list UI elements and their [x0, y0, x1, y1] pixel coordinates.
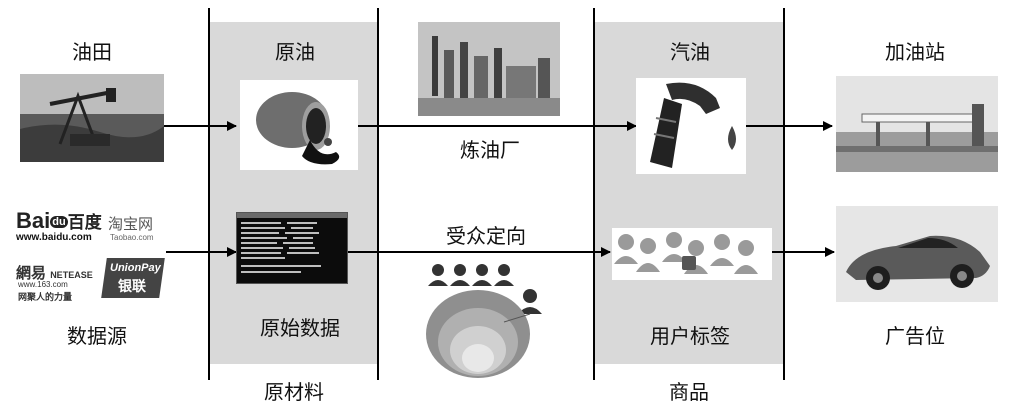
- divider-line: [377, 8, 379, 380]
- audience-targeting-label: 受众定向: [446, 224, 526, 248]
- audience-targeting-image: [418, 258, 568, 382]
- user-tags-image: [612, 228, 772, 280]
- divider-line: [208, 8, 210, 380]
- ad-slot-car-image: [836, 206, 998, 302]
- netease-slogan: 网聚人的力量: [18, 292, 73, 302]
- unionpay-text-en: UnionPay: [110, 262, 161, 274]
- raw-material-column-label: 原材料: [264, 380, 324, 404]
- taobao-logo: 淘宝网: [108, 215, 154, 233]
- oilfield-image: [20, 74, 164, 162]
- divider-line: [593, 8, 595, 380]
- baidu-text-en: Bai: [16, 208, 51, 233]
- gas-station-image: [836, 76, 998, 172]
- unionpay-text-cn: 银联: [118, 278, 146, 294]
- gas-station-label: 加油站: [885, 40, 945, 64]
- netease-logo: 網易 NETEASE: [16, 262, 93, 283]
- ad-slot-label: 广告位: [885, 324, 945, 348]
- baidu-paw: du: [50, 216, 68, 229]
- crude-oil-label: 原油: [275, 40, 315, 64]
- baidu-url: www.baidu.com: [16, 232, 92, 243]
- baidu-text-cn: 百度: [67, 213, 102, 232]
- oilfield-label: 油田: [72, 40, 112, 64]
- divider-line: [783, 8, 785, 380]
- refinery-label: 炼油厂: [460, 138, 520, 162]
- data-source-label: 数据源: [67, 324, 127, 348]
- raw-data-label: 原始数据: [260, 316, 340, 340]
- netease-text-en: NETEASE: [50, 270, 93, 280]
- goods-column-label: 商品: [669, 380, 709, 404]
- gasoline-label: 汽油: [670, 40, 710, 64]
- netease-url: www.163.com: [18, 280, 68, 289]
- taobao-url: Taobao.com: [110, 233, 154, 242]
- raw-material-column-band: [210, 22, 378, 364]
- netease-text-cn: 網易: [16, 265, 47, 282]
- crude-oil-barrel-image: [240, 80, 358, 170]
- refinery-image: [418, 22, 560, 116]
- user-tags-label: 用户标签: [650, 324, 730, 348]
- raw-data-terminal-image: [236, 212, 348, 284]
- fuel-nozzle-image: [636, 78, 746, 174]
